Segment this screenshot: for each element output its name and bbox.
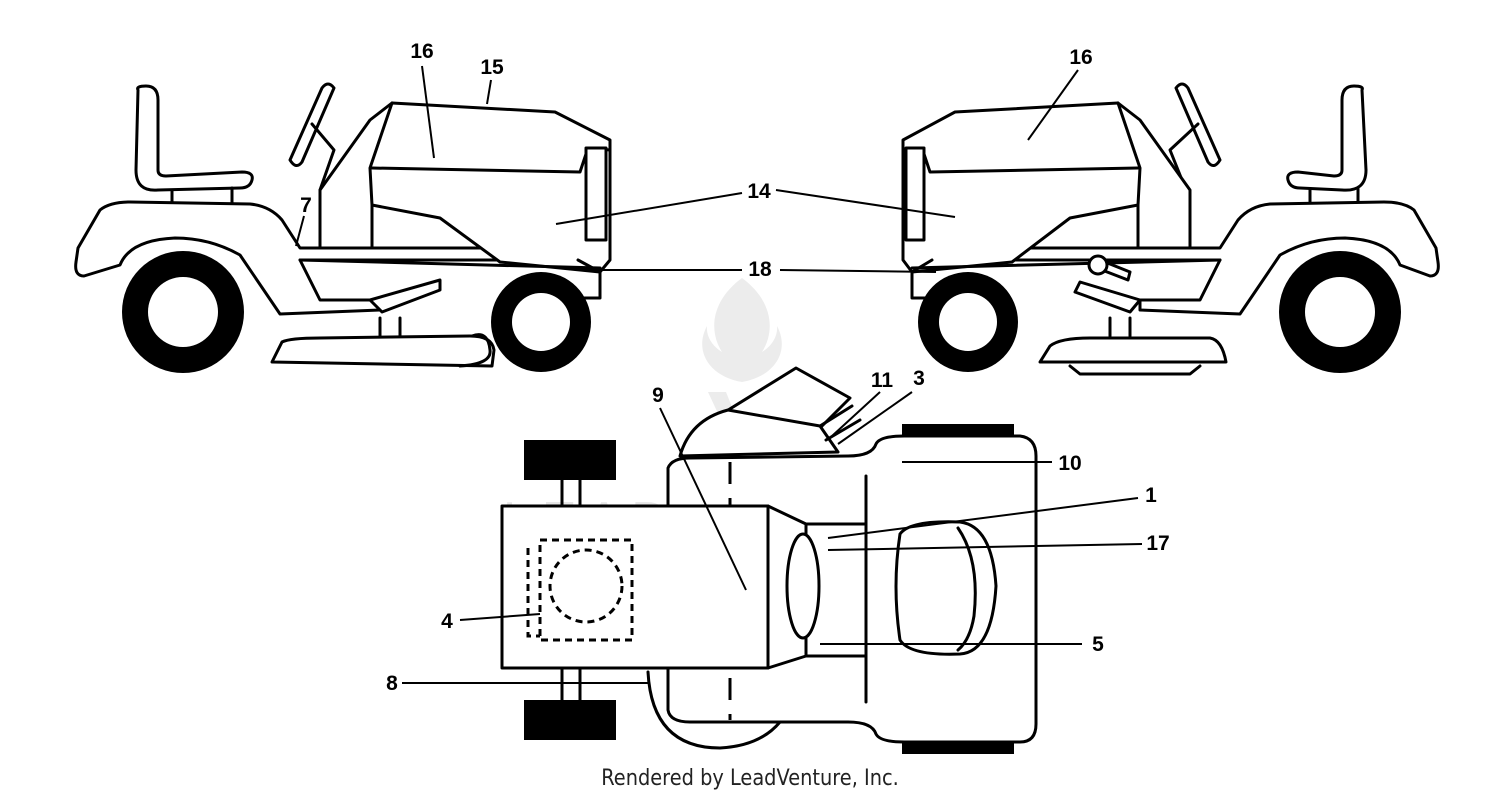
body-right (998, 200, 1440, 316)
callout-5: 5 (1092, 633, 1104, 656)
credit-text: Rendered by LeadVenture, Inc. (601, 766, 899, 791)
callout-4: 4 (441, 610, 453, 633)
hood-right (901, 101, 1142, 274)
fuel-tank-outline (538, 538, 634, 642)
callout-3: 3 (913, 367, 925, 390)
rear-body-top (500, 504, 770, 670)
callout-14: 14 (747, 180, 771, 203)
callout-18: 18 (748, 258, 772, 281)
callout-7: 7 (300, 194, 312, 217)
leader-lines (295, 65, 1143, 684)
flame-watermark-icon (702, 278, 782, 382)
seat-left (134, 84, 254, 192)
callout-16-left: 16 (410, 40, 433, 63)
rear-wheel-top-right (524, 700, 616, 740)
hood-left (368, 101, 612, 274)
tractor-top-view (500, 366, 1038, 754)
callout-15: 15 (480, 56, 504, 79)
mower-deck-left (270, 334, 496, 368)
callout-8: 8 (386, 672, 398, 695)
tractor-right-side-view (901, 82, 1440, 376)
callout-11: 11 (871, 369, 894, 392)
callout-17: 17 (1146, 532, 1169, 555)
tractor-left-side-view (74, 82, 612, 373)
dash-panel-top (894, 520, 998, 656)
callout-1: 1 (1145, 484, 1157, 507)
body-left (74, 200, 522, 316)
callout-10: 10 (1058, 452, 1081, 475)
steering-oval-top (785, 532, 821, 640)
callout-9: 9 (652, 384, 664, 407)
rear-wheel-top-left (524, 440, 616, 480)
mower-deck-right (1038, 336, 1228, 364)
callout-16-right: 16 (1069, 46, 1092, 69)
seat-right (1286, 84, 1368, 192)
callouts: 16 15 7 14 18 16 9 11 3 10 1 17 5 4 8 (300, 40, 1170, 695)
